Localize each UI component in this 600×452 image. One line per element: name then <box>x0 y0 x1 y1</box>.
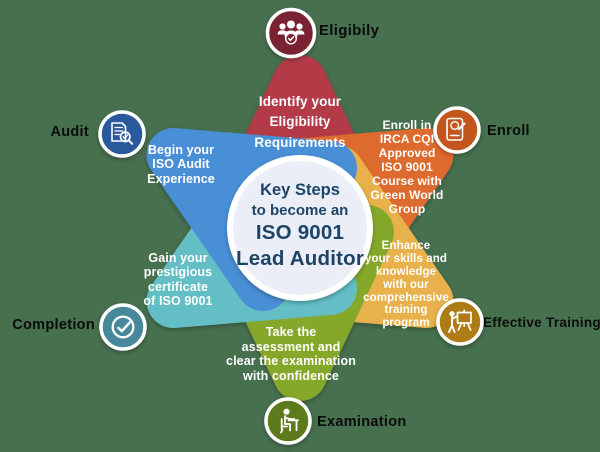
petal-text-examination: Take the assessment and clear the examin… <box>226 325 356 383</box>
center-title: Key Steps to become an ISO 9001 Lead Aud… <box>222 180 378 272</box>
enrollment-form-pencil-icon <box>433 106 481 154</box>
petal-text-completion: Gain your prestigious certificate of ISO… <box>143 251 213 308</box>
person-writing-desk-icon <box>264 397 312 445</box>
label-effective-training: Effective Training <box>483 315 600 330</box>
label-audit: Audit <box>50 124 89 140</box>
label-completion: Completion <box>12 317 95 333</box>
center-title-line3: ISO 9001 <box>255 221 345 245</box>
center-title-line1: Key Steps <box>260 181 340 199</box>
check-circle-icon <box>99 303 147 351</box>
center-circle <box>227 155 373 301</box>
label-enroll: Enroll <box>487 123 530 139</box>
label-examination: Examination <box>317 414 407 430</box>
label-eligibility: Eligibily <box>319 22 380 39</box>
petal-text-effective-training: Enhance your skills and knowledge with o… <box>363 240 449 330</box>
center-title-line2: to become an <box>251 201 349 219</box>
center-title-line4: Lead Auditor <box>235 247 365 271</box>
petal-text-audit: Begin your ISO Audit Experience <box>147 143 215 186</box>
presenter-board-icon <box>436 298 484 346</box>
petal-text-enroll: Enroll in IRCA CQI Approved ISO 9001 Cou… <box>370 118 444 217</box>
petal-text-eligibility: Identify your Eligibility Requirements <box>254 94 346 150</box>
people-check-icon <box>265 7 317 59</box>
document-magnifier-icon <box>98 110 146 158</box>
